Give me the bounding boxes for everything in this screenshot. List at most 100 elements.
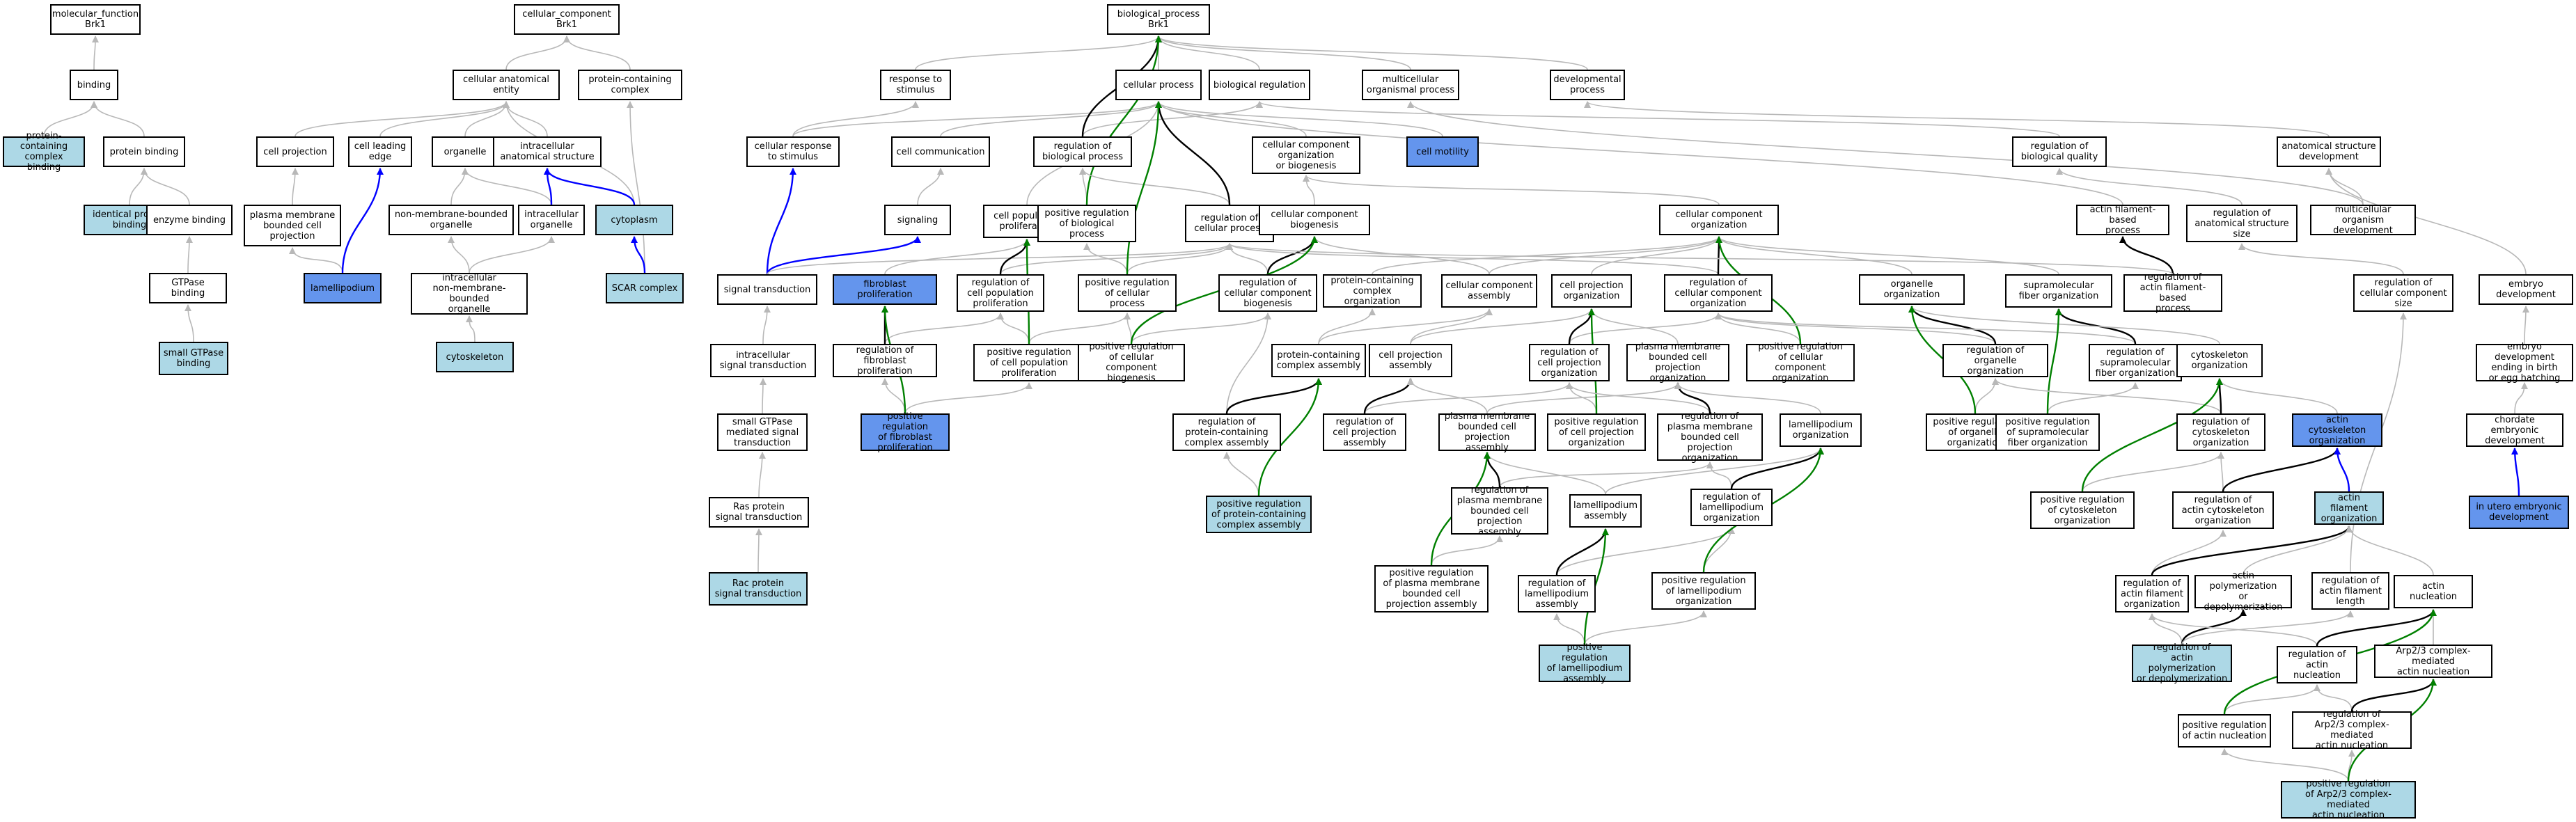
edge-pos-reg-prcso-to-cso: [2081, 378, 2223, 492]
edge-is-a-lamass-to-pmbcpa: [1484, 452, 1606, 495]
edge-is-a-rlo-to-rpmbcpo: [1706, 461, 1732, 489]
term-node-scar: SCAR complex: [606, 273, 684, 303]
edge-part-of-rpmbcpo-to-pmbcpo: [1674, 382, 1711, 414]
edge-part-of-rcpa-to-cpa: [1363, 378, 1414, 414]
term-node-prsfo: positive regulation of supramolecular fi…: [1995, 413, 2100, 451]
term-node-devproc: developmental process: [1550, 70, 1625, 100]
term-node-mop: multicellular organismal process: [1362, 70, 1459, 100]
edge-regulates-sigtrans-to-crs: [766, 168, 796, 275]
term-node-rcso: regulation of cytoskeleton organization: [2176, 413, 2265, 451]
term-node-ccob: cellular component organization or bioge…: [1252, 136, 1360, 174]
term-node-sigtrans: signal transduction: [717, 274, 817, 305]
edge-is-a-rapd-to-rafl: [2181, 610, 2354, 645]
edge-is-a-prla-to-rla: [1553, 613, 1585, 645]
edge-is-a-cco-to-ccob: [1303, 175, 1720, 205]
term-node-cc: cellular_component Brk1: [514, 4, 620, 35]
edge-is-a-ist-to-sigtrans: [762, 306, 771, 345]
edge-is-a-prcpp-to-rcpp: [997, 313, 1030, 345]
edge-is-a-rass-to-rbq: [2056, 168, 2243, 205]
edge-is-a-lamorg-to-pmbcpo: [1674, 382, 1821, 414]
edge-regulates-lamellipodium-to-cle: [341, 168, 384, 274]
edge-is-a-afbp-to-cellproc: [1155, 101, 2123, 205]
edge-is-a-prsfo-to-rsfo: [2047, 382, 2139, 414]
term-node-rbp: regulation of biological process: [1033, 136, 1132, 167]
term-node-prccb: positive regulation of cellular componen…: [1078, 342, 1185, 384]
term-node-rpmbcpa: regulation of plasma membrane bounded ce…: [1451, 485, 1548, 537]
term-node-prbp: positive regulation of biological proces…: [1037, 205, 1136, 242]
term-node-cso: cytoskeleton organization: [2176, 344, 2263, 377]
edge-is-a-prcp-to-prbp: [1083, 243, 1128, 275]
edge-regulates-scar-to-cytoplasm: [631, 236, 646, 274]
edge-is-a-pcca-to-cca: [1318, 308, 1493, 345]
term-node-prpmbcpa: positive regulation of plasma membrane b…: [1374, 565, 1489, 612]
term-node-cellproj: cell projection: [256, 136, 334, 167]
term-node-bioreg: biological regulation: [1209, 70, 1310, 100]
term-node-cae: cellular anatomical entity: [453, 70, 560, 100]
edge-part-of-rlo-to-lamorg: [1730, 448, 1824, 489]
term-node-pcco: protein-containing complex organization: [1323, 274, 1422, 308]
edge-is-a-enzbind-to-protbind: [141, 168, 190, 205]
edge-is-a-gtpasebind-to-enzbind: [185, 236, 193, 274]
edge-is-a-cytoskeleton-to-inmbo: [466, 315, 476, 342]
term-node-ced: chordate embryonic development: [2466, 413, 2563, 447]
edge-is-a-prcp-to-rcp: [1126, 243, 1233, 275]
term-node-cellcomm: cell communication: [891, 136, 990, 167]
term-node-rafo: regulation of actin filament organizatio…: [2115, 575, 2189, 612]
edge-is-a-rpcca-to-rccb: [1226, 313, 1271, 414]
edge-part-of-rafo-to-afo: [2151, 525, 2353, 576]
edge-is-a-prccb-to-prcp: [1124, 313, 1132, 345]
term-node-arp23: Arp2/3 complex-mediated actin nucleation: [2374, 645, 2492, 678]
term-node-orgorg: organelle organization: [1859, 274, 1965, 305]
term-node-cytoplasm: cytoplasm: [595, 205, 673, 235]
edge-is-a-cle-to-cae: [379, 101, 510, 137]
term-node-pmbcp: plasma membrane bounded cell projection: [244, 205, 341, 246]
term-node-rcpa: regulation of cell projection assembly: [1323, 413, 1406, 451]
term-node-bp: biological_process Brk1: [1107, 4, 1210, 35]
term-node-asd: anatomical structure development: [2277, 136, 2381, 167]
term-node-gtpasebind: GTPase binding: [149, 273, 227, 303]
edge-is-a-intorg-to-organelle: [462, 168, 552, 205]
term-node-roo: regulation of organelle organization: [1942, 344, 2048, 377]
term-node-rbq: regulation of biological quality: [2012, 136, 2107, 167]
edge-is-a-signaling-to-cellcomm: [917, 168, 944, 205]
edge-is-a-sigtrans-to-rcp: [767, 243, 1233, 275]
term-node-protbind: protein binding: [103, 136, 185, 167]
term-node-prcco: positive regulation of cellular componen…: [1746, 342, 1855, 384]
edge-part-of-rapd-to-apd: [2181, 609, 2247, 645]
term-node-pmbcpo: plasma membrane bounded cell projection …: [1626, 342, 1729, 384]
edge-is-a-resp-to-bp: [915, 35, 1162, 70]
edge-is-a-cca-to-cco: [1489, 236, 1722, 275]
term-node-rccb: regulation of cellular component biogene…: [1218, 274, 1317, 312]
edge-part-of-raco-to-aco: [2222, 448, 2341, 492]
term-node-rasst: Ras protein signal transduction: [709, 497, 809, 528]
edge-is-a-rsfo-to-rcco: [1715, 313, 2136, 345]
term-node-rlo: regulation of lamellipodium organization: [1690, 489, 1773, 526]
edge-is-a-rpmbcpo-to-rcpo: [1566, 382, 1711, 414]
term-node-lamorg: lamellipodium organization: [1780, 413, 1862, 447]
term-node-cpa: cell projection assembly: [1369, 344, 1452, 377]
term-node-ccb: cellular component biogenesis: [1259, 205, 1370, 235]
edge-is-a-rbq-to-bioreg: [1256, 101, 2060, 137]
term-node-cle: cell leading edge: [348, 136, 412, 167]
edge-pos-reg-prbp-to-bp: [1085, 35, 1162, 205]
edge-is-a-rcpp-to-rcp: [1000, 243, 1233, 275]
term-node-rfp: regulation of fibroblast proliferation: [833, 344, 937, 377]
term-node-rla: regulation of lamellipodium assembly: [1518, 575, 1596, 612]
edge-is-a-pcca-to-pcco: [1318, 308, 1376, 345]
term-node-rcpo: regulation of cell projection organizati…: [1529, 344, 1610, 381]
term-node-mod: multicellular organism development: [2310, 205, 2416, 236]
edge-is-a-edhatch-to-embdev: [2522, 306, 2529, 345]
term-node-cco: cellular component organization: [1659, 205, 1779, 235]
edge-is-a-rarp-to-ran: [2314, 684, 2353, 712]
edge-is-a-prcso-to-rcso: [2082, 452, 2224, 492]
edge-is-a-rcco-to-rcp: [1226, 243, 1719, 275]
edge-is-a-proo-to-roo: [1974, 378, 1999, 414]
edge-regulates-cytoplasm-to-ias: [544, 168, 636, 205]
edge-pos-reg-prsfo-to-sfo: [2046, 308, 2062, 414]
edge-is-a-pcc-to-cc: [563, 35, 631, 70]
term-node-prcso: positive regulation of cytoskeleton orga…: [2030, 491, 2135, 529]
term-node-inmbo: intracellular non-membrane-bounded organ…: [411, 273, 528, 315]
edge-is-a-cellmot-to-cellproc: [1155, 101, 1443, 137]
